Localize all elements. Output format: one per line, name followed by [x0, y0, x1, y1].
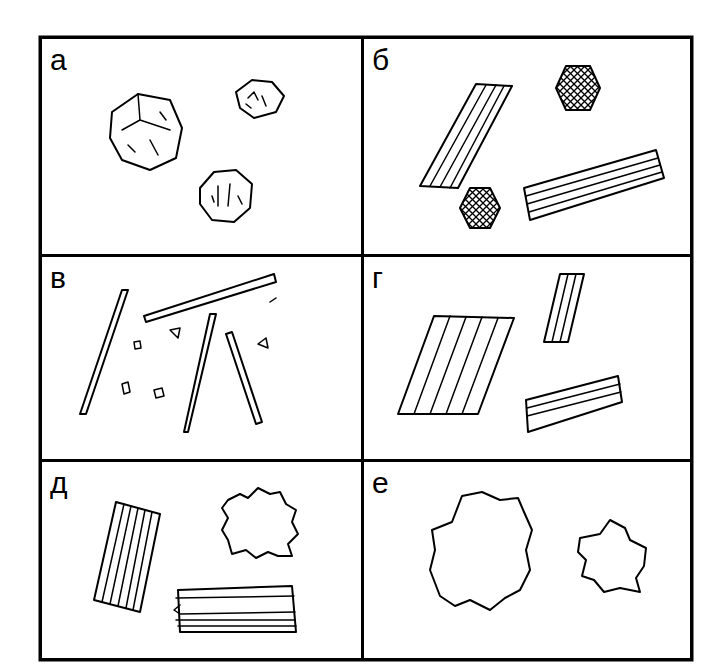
crystal	[398, 316, 514, 414]
crystal-edge	[552, 274, 576, 342]
fragment	[270, 298, 276, 302]
panel-letter: д	[42, 462, 72, 500]
crystal-edge	[430, 85, 504, 188]
crystal-edge	[212, 184, 242, 206]
crystal-edge	[526, 158, 662, 212]
needle	[226, 332, 262, 424]
fragment	[170, 328, 180, 338]
tabular-crystals	[398, 274, 622, 432]
panel-letter: а	[42, 39, 71, 77]
crystal	[420, 84, 512, 188]
crystal	[178, 586, 296, 632]
panel-letter: в	[42, 257, 70, 295]
irregular-grain	[578, 520, 646, 592]
panel-letter: г	[364, 257, 387, 295]
crystal-panel: в	[40, 255, 363, 461]
outer-frame	[40, 37, 692, 660]
crystal	[200, 170, 252, 222]
hexagonal-crystal	[556, 66, 600, 110]
isometric-crystals	[110, 80, 284, 222]
fragment	[122, 382, 130, 394]
hexagonal-crystal	[460, 188, 500, 228]
crystal-panel: б	[362, 37, 692, 256]
crystal-panel: а	[40, 37, 363, 256]
irregular-grain	[222, 488, 298, 558]
lamellar-crystals	[94, 488, 298, 632]
fragment	[134, 341, 141, 349]
crystal-edge	[246, 92, 266, 108]
crystal-panel: е	[362, 460, 692, 660]
irregular-grain	[430, 492, 532, 610]
panel-letter: б	[364, 39, 393, 77]
crystal-edge	[527, 384, 621, 416]
crystal	[524, 150, 664, 220]
crystal-edge	[102, 504, 152, 610]
fragment	[154, 388, 164, 398]
needle-crystals	[80, 274, 276, 432]
crystal	[544, 274, 584, 342]
crystal-edge	[122, 94, 170, 155]
crystal-edge	[414, 316, 498, 414]
prismatic-crystals	[420, 66, 664, 228]
crystal-edge	[174, 596, 296, 626]
crystal	[110, 94, 182, 170]
irregular-grains	[430, 492, 646, 610]
crystal	[94, 502, 160, 612]
panel-letter: е	[364, 462, 393, 500]
needle	[184, 314, 216, 432]
crystal	[236, 80, 284, 118]
fragment	[258, 338, 268, 348]
needle	[80, 290, 128, 414]
crystal	[526, 376, 622, 432]
crystal-panel: д	[40, 460, 363, 660]
crystal-panel: г	[362, 255, 692, 461]
